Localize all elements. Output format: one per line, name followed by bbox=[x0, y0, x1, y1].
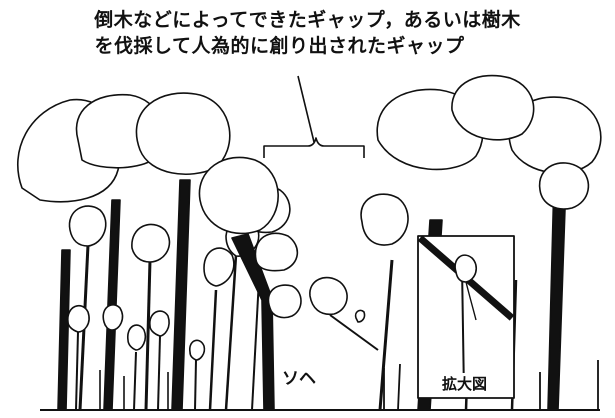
tall-tree-crown bbox=[451, 74, 535, 141]
gap-sapling-crown bbox=[309, 276, 348, 316]
seedling-marker bbox=[354, 309, 366, 323]
label-sohe: ソヘ bbox=[282, 369, 316, 389]
young-tree-crown bbox=[203, 247, 235, 287]
gap-edge-tree-crown bbox=[198, 156, 279, 235]
young-tree-crown bbox=[360, 193, 409, 246]
sapling-crown bbox=[127, 324, 147, 351]
tall-tree-trunk bbox=[547, 179, 567, 411]
caption-line-2: を伐採して人為的に創り出されたギャップ bbox=[94, 35, 465, 57]
pointer-line bbox=[297, 75, 315, 143]
gap-bracket bbox=[263, 137, 365, 158]
gap-edge-tree-crown bbox=[254, 232, 299, 272]
caption-line-1: 倒木などによってできたギャップ，あるいは樹木 bbox=[94, 9, 521, 31]
gap-sapling-crown bbox=[267, 284, 302, 319]
tall-tree-trunk bbox=[57, 249, 71, 411]
young-tree-crown bbox=[131, 223, 171, 263]
zoomed-seedling-crown bbox=[454, 254, 478, 283]
young-tree-crown bbox=[68, 205, 107, 247]
tall-tree-crown bbox=[135, 92, 231, 175]
sapling-crown bbox=[102, 304, 124, 331]
label-zoom: 拡大図 bbox=[440, 373, 490, 394]
tall-tree-crown bbox=[538, 162, 590, 210]
sapling-crown bbox=[149, 310, 170, 337]
tall-tree-trunk bbox=[171, 179, 191, 411]
sapling-crown bbox=[189, 339, 206, 361]
sapling-crown bbox=[67, 304, 90, 333]
